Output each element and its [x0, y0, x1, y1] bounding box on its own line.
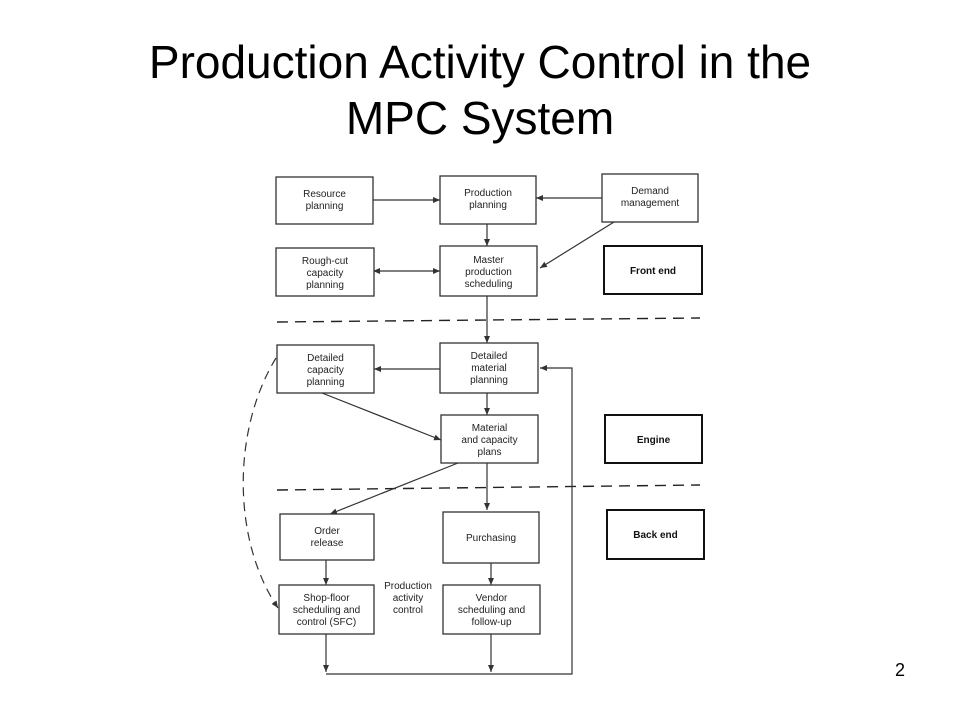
front-end-divider [276, 317, 701, 323]
svg-text:Front end: Front end [630, 266, 676, 277]
slide-title-line-2: MPC System [345, 92, 615, 144]
slide-title-line-1: Production Activity Control in the [148, 36, 812, 88]
diagram-edges [242, 195, 615, 675]
edge-capacity-to-plans [321, 392, 442, 441]
page-number: 2 [894, 660, 905, 680]
edge-plans-to-order-release [329, 462, 459, 515]
section-engine: Engine [604, 414, 703, 464]
svg-text:Back end: Back end [633, 530, 677, 541]
svg-text:Purchasing: Purchasing [466, 533, 516, 544]
back-end-divider [276, 484, 701, 491]
section-front-end: Front end [603, 245, 703, 295]
edge-demand-to-master [539, 221, 615, 269]
edge-capacity-to-sfc-dashed [242, 357, 279, 609]
svg-text:Engine: Engine [637, 435, 671, 446]
section-back-end: Back end [606, 509, 705, 560]
edge-feedback-loop [326, 365, 573, 675]
node-purchasing: Purchasing [442, 511, 540, 564]
slide-title: Production Activity Control in the MPC S… [0, 34, 960, 146]
